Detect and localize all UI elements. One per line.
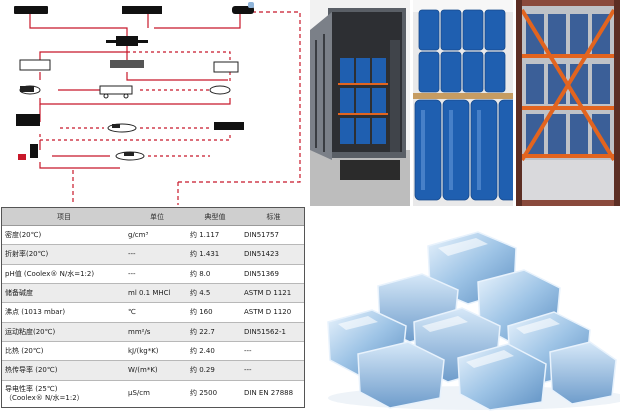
row-value: 约 4.5	[188, 283, 242, 304]
dryer-icon	[209, 85, 231, 95]
row-unit: mm²/s	[126, 322, 188, 342]
row-name-line2: （Coolex® N/水=1:2）	[5, 393, 84, 402]
row-standard: DIN51757	[242, 225, 305, 246]
machine-icon	[122, 6, 162, 14]
process-flow-diagram	[14, 2, 301, 205]
row-value: 约 1.117	[188, 225, 242, 246]
machine-icon	[110, 60, 144, 68]
photo-strapped-drums	[516, 0, 620, 206]
table-row: 沸点 (1013 mbar) ℃ 约 160 ASTM D 1120	[2, 302, 305, 323]
row-standard: ASTM D 1121	[242, 283, 305, 304]
machine-icon	[214, 122, 244, 130]
properties-table: 项目 单位 典型值 标准 密度(20℃) g/cm³ 约 1.117 DIN51…	[2, 208, 305, 408]
row-name-line1: 导电性率 (25℃)	[5, 384, 58, 393]
row-unit: W/(m*K)	[126, 360, 188, 381]
row-standard: DIN51423	[242, 244, 305, 265]
row-standard: DIN51369	[242, 264, 305, 284]
row-standard: ---	[242, 341, 305, 362]
row-standard: DIN51562-1	[242, 322, 305, 342]
row-standard: ASTM D 1120	[242, 302, 305, 323]
table-row: 密度(20℃) g/cm³ 约 1.117 DIN51757	[2, 225, 305, 246]
header-item: 项目	[2, 208, 126, 226]
row-unit: μS/cm	[126, 380, 188, 408]
header-typical-value: 典型值	[188, 208, 242, 226]
row-name: 运动粘度(20℃)	[2, 322, 126, 342]
row-name: pH值 (Coolex® N/水=1:2)	[2, 264, 126, 284]
row-value: 约 0.29	[188, 360, 242, 381]
row-value: 约 2500	[188, 380, 242, 408]
row-unit: ml 0.1 MHCl	[126, 283, 188, 304]
truck-icon	[99, 85, 133, 95]
row-unit: kJ/(kg*K)	[126, 341, 188, 362]
machine-icon	[232, 6, 254, 14]
table-row: pH值 (Coolex® N/水=1:2) --- 约 8.0 DIN51369	[2, 264, 305, 284]
row-unit: ℃	[126, 302, 188, 323]
header-unit: 单位	[126, 208, 188, 226]
row-unit: ---	[126, 244, 188, 265]
photo-blue-drums	[413, 0, 513, 206]
row-unit: ---	[126, 264, 188, 284]
table-row: 热传导率 (20℃) W/(m*K) 约 0.29 ---	[2, 360, 305, 381]
table-row: 导电性率 (25℃)（Coolex® N/水=1:2） μS/cm 约 2500…	[2, 380, 305, 408]
row-value: 约 160	[188, 302, 242, 323]
row-name: 导电性率 (25℃)（Coolex® N/水=1:2）	[2, 380, 126, 408]
bottle-icon	[30, 144, 38, 158]
table-header-row: 项目 单位 典型值 标准	[2, 208, 305, 226]
table-row: 比热 (20℃) kJ/(kg*K) 约 2.40 ---	[2, 341, 305, 362]
table-row: 储备碱度 ml 0.1 MHCl 约 4.5 ASTM D 1121	[2, 283, 305, 304]
machine-icon	[19, 59, 51, 71]
table-row: 折射率(20℃) --- 约 1.431 DIN51423	[2, 244, 305, 265]
row-name: 折射率(20℃)	[2, 244, 126, 265]
row-value: 约 22.7	[188, 322, 242, 342]
table-row: 运动粘度(20℃) mm²/s 约 22.7 DIN51562-1	[2, 322, 305, 342]
row-value: 约 8.0	[188, 264, 242, 284]
row-standard: ---	[242, 360, 305, 381]
row-value: 约 1.431	[188, 244, 242, 265]
photo-ice-cubes	[327, 231, 620, 411]
row-name: 密度(20℃)	[2, 225, 126, 246]
row-standard: DIN EN 27888	[242, 380, 305, 408]
row-value: 约 2.40	[188, 341, 242, 362]
header-standard: 标准	[242, 208, 305, 226]
row-name: 比热 (20℃)	[2, 341, 126, 362]
row-name: 沸点 (1013 mbar)	[2, 302, 126, 323]
photo-container-drums	[310, 0, 410, 206]
machine-icon	[16, 114, 40, 126]
row-name: 储备碱度	[2, 283, 126, 304]
row-name: 热传导率 (20℃)	[2, 360, 126, 381]
row-unit: g/cm³	[126, 225, 188, 246]
machine-icon	[14, 6, 48, 14]
